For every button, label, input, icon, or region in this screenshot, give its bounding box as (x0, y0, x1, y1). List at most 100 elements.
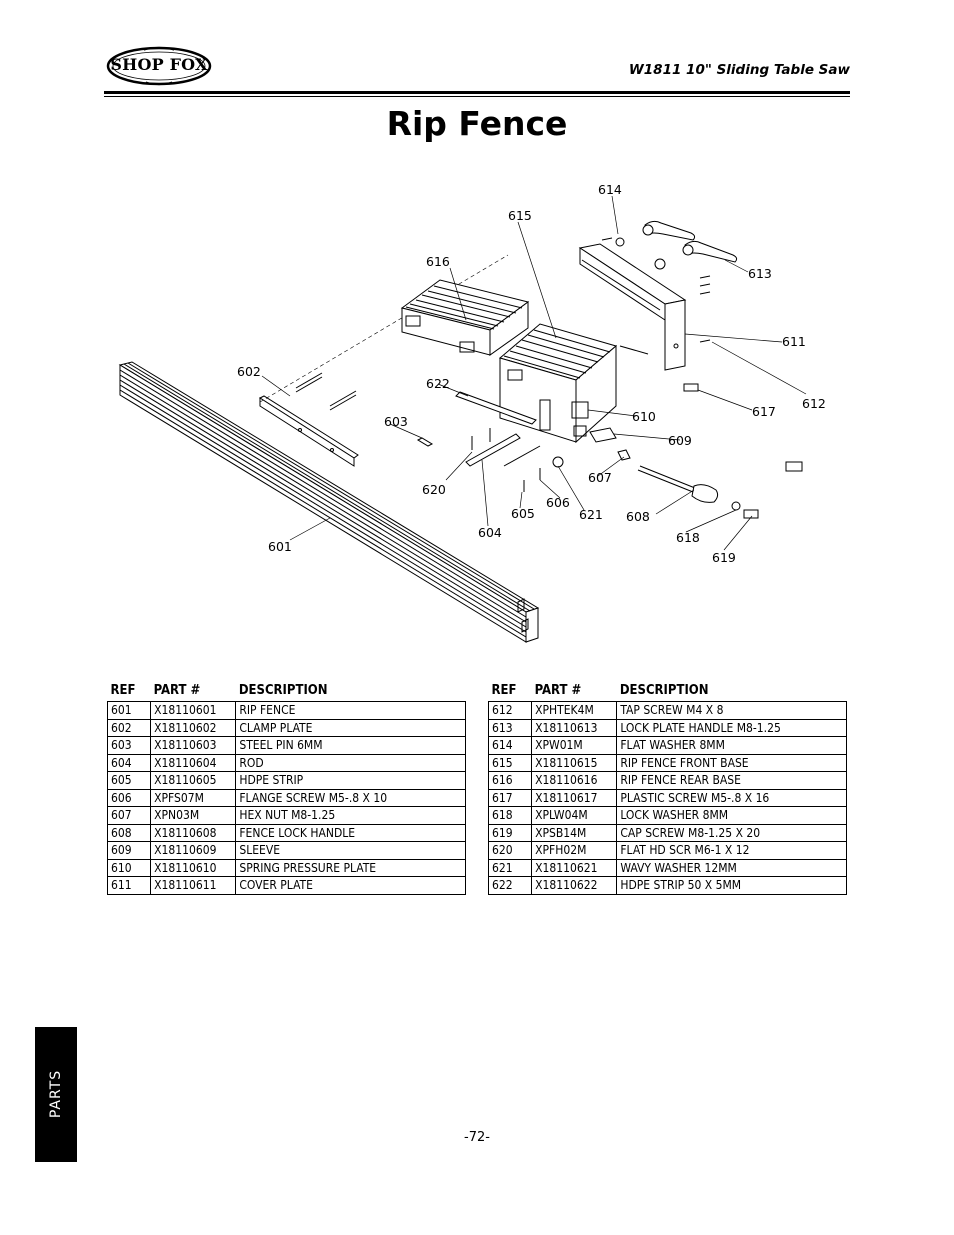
cap-screw-far-drawing (785, 461, 803, 472)
part-cell: XPFS07M (150, 788, 237, 807)
part-cell: XPHTEK4M (531, 701, 618, 720)
logo-oval-icon (106, 46, 212, 86)
callout-606: 606 (546, 495, 570, 510)
wavy-washer-drawing (552, 456, 564, 468)
desc-cell: RIP FENCE (235, 701, 466, 720)
desc-cell: STEEL PIN 6MM (235, 736, 466, 755)
ref-cell: 612 (487, 701, 533, 720)
desc-cell: ROD (235, 753, 466, 772)
desc-cell: WAVY WASHER 12MM (616, 858, 847, 877)
ref-cell: 618 (487, 806, 533, 825)
part-cell: X18110622 (531, 876, 618, 895)
ref-cell: 604 (106, 753, 152, 772)
ref-cell: 622 (487, 876, 533, 895)
ref-cell: 605 (106, 771, 152, 790)
ref-cell: 620 (487, 841, 533, 860)
callout-615: 615 (508, 208, 532, 223)
desc-cell: HDPE STRIP 50 X 5MM (616, 876, 847, 895)
model-title: W1811 10" Sliding Table Saw (628, 62, 850, 78)
part-cell: X18110605 (150, 771, 237, 790)
page-number: -72- (464, 1130, 490, 1145)
page-title: Rip Fence (386, 104, 568, 143)
callout-618: 618 (676, 530, 700, 545)
header-rule-thick (104, 91, 850, 94)
ref-cell: 615 (487, 753, 533, 772)
hdpe-strip-large-drawing (455, 391, 537, 425)
desc-cell: FLANGE SCREW M5-.8 X 10 (235, 788, 466, 807)
desc-cell: COVER PLATE (235, 876, 466, 895)
part-cell: X18110602 (150, 718, 237, 737)
header-description: DESCRIPTION (238, 683, 328, 698)
callout-605: 605 (511, 506, 535, 521)
plastic-screw-drawing (683, 383, 699, 392)
lock-plate-handle-drawing (642, 220, 738, 263)
parts-tab-label: PARTS (48, 1069, 64, 1119)
ref-cell: 603 (106, 736, 152, 755)
desc-cell: LOCK WASHER 8MM (616, 806, 847, 825)
part-cell: X18110621 (531, 858, 618, 877)
cover-plate-drawing (578, 243, 687, 371)
ref-cell: 621 (487, 858, 533, 877)
table-header-row: REF PART # DESCRIPTION (108, 682, 466, 702)
ref-cell: 607 (106, 806, 152, 825)
ref-cell: 601 (106, 701, 152, 720)
ref-cell: 610 (106, 858, 152, 877)
logo-text: SHOP FOX (110, 55, 208, 74)
desc-cell: RIP FENCE REAR BASE (616, 771, 847, 790)
ref-cell: 602 (106, 718, 152, 737)
desc-cell: SPRING PRESSURE PLATE (235, 858, 466, 877)
desc-cell: FLAT HD SCR M6-1 X 12 (616, 841, 847, 860)
header-part: PART # (153, 683, 201, 698)
part-cell: XPLW04M (531, 806, 618, 825)
header-part: PART # (534, 683, 582, 698)
callout-614: 614 (598, 182, 622, 197)
part-cell: X18110609 (150, 841, 237, 860)
part-cell: X18110603 (150, 736, 237, 755)
tap-screws-drawing (601, 237, 711, 343)
ref-cell: 617 (487, 788, 533, 807)
ref-cell: 619 (487, 823, 533, 842)
header-rule-thin (104, 96, 850, 97)
part-cell: XPSB14M (531, 823, 618, 842)
callout-619: 619 (712, 550, 736, 565)
hex-nut-drawing (617, 449, 631, 461)
rip-fence-rear-base-drawing (400, 279, 530, 356)
ref-cell: 611 (106, 876, 152, 895)
callout-609: 609 (668, 433, 692, 448)
desc-cell: PLASTIC SCREW M5-.8 X 16 (616, 788, 847, 807)
part-cell: X18110601 (150, 701, 237, 720)
part-cell: X18110615 (531, 753, 618, 772)
rod-drawing (465, 433, 521, 467)
desc-cell: CAP SCREW M8-1.25 X 20 (616, 823, 847, 842)
part-cell: X18110608 (150, 823, 237, 842)
header-ref: REF (491, 683, 517, 698)
sleeve-drawing (589, 427, 617, 443)
leader-lines (261, 195, 807, 551)
part-cell: XPN03M (150, 806, 237, 825)
part-cell: X18110616 (531, 771, 618, 790)
part-cell: XPW01M (531, 736, 618, 755)
callout-608: 608 (626, 509, 650, 524)
header-description: DESCRIPTION (619, 683, 709, 698)
desc-cell: FENCE LOCK HANDLE (235, 823, 466, 842)
rip-fence-exploded-diagram: 614 615 616 613 611 602 622 617 612 610 … (118, 182, 826, 643)
rip-fence-front-base-drawing (498, 323, 618, 444)
clamp-plate-drawing (258, 254, 509, 467)
callout-622: 622 (426, 376, 450, 391)
callout-612: 612 (802, 396, 826, 411)
callout-604: 604 (478, 525, 502, 540)
callout-611: 611 (782, 334, 806, 349)
